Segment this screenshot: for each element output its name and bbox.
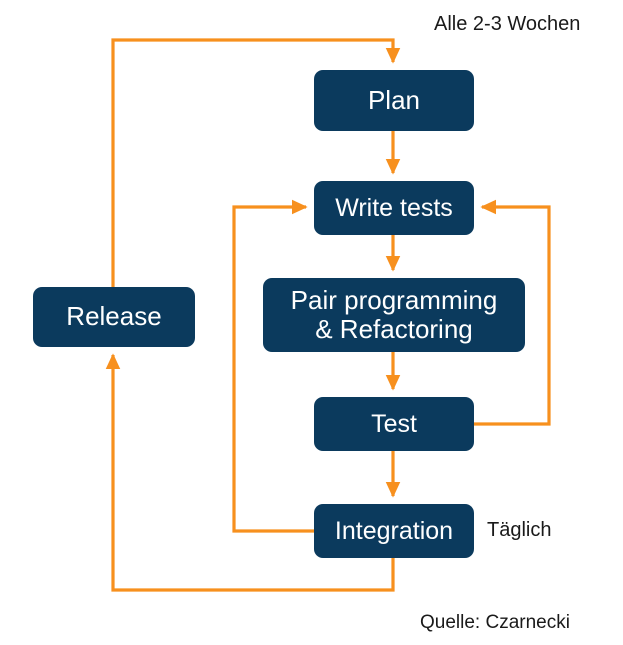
edge-integration-to-write-tests (232, 199, 314, 533)
node-release[interactable]: Release (33, 287, 195, 347)
node-integration-label: Integration (334, 517, 454, 545)
node-pair-programming-refactoring-label: Pair programming & Refactoring (290, 284, 498, 344)
node-test[interactable]: Test (314, 397, 474, 451)
node-release-label: Release (66, 301, 162, 332)
node-test-label: Test (371, 410, 417, 438)
node-integration[interactable]: Integration (314, 504, 474, 558)
node-plan-label: Plan (367, 84, 421, 115)
node-plan[interactable]: Plan (314, 70, 474, 131)
caption-source: Quelle: Czarnecki (420, 612, 570, 633)
node-write-tests-label: Write tests (335, 194, 453, 222)
node-write-tests[interactable]: Write tests (314, 181, 474, 235)
caption-daily: Täglich (487, 519, 552, 541)
node-pair-programming-refactoring[interactable]: Pair programming & Refactoring (263, 278, 525, 352)
caption-cadence: Alle 2-3 Wochen (434, 13, 581, 35)
